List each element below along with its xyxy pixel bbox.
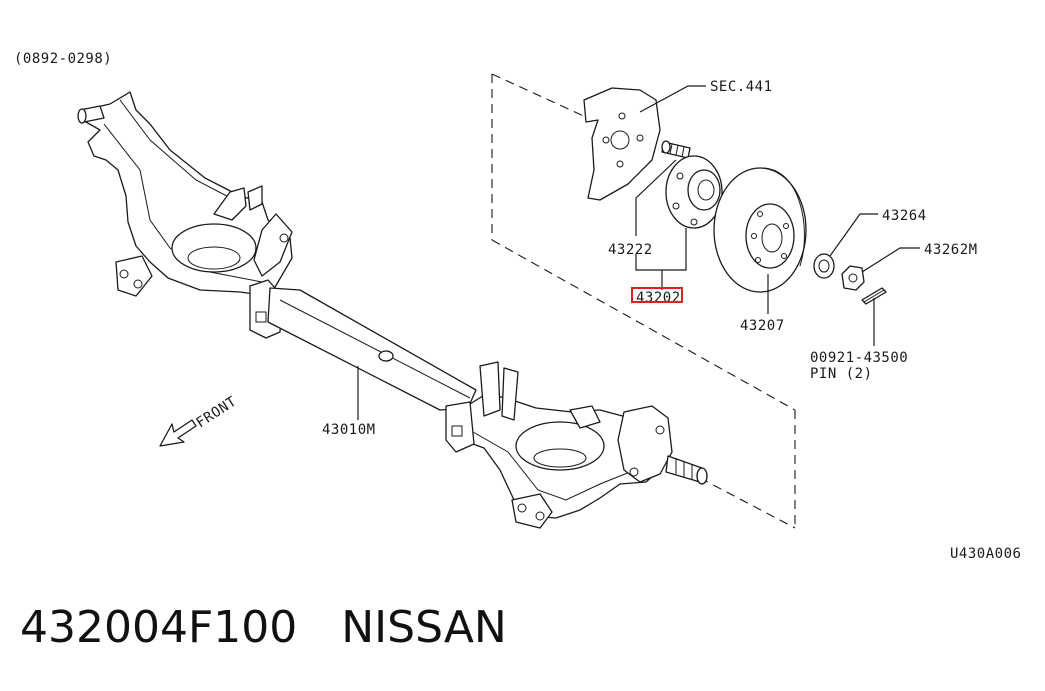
- callout-pin: PIN (2): [810, 366, 873, 382]
- rear-axle-beam: [77, 91, 708, 529]
- brand-name: NISSAN: [341, 602, 507, 653]
- backing-plate: [583, 87, 661, 201]
- callout-43262m: 43262M: [924, 242, 978, 258]
- callout-43202: 43202: [636, 290, 681, 306]
- callout-00921-43500: 00921-43500: [810, 350, 908, 366]
- date-range-label: (0892-0298): [14, 51, 112, 67]
- callout-43264: 43264: [882, 208, 927, 224]
- callout-43010m: 43010M: [322, 422, 376, 438]
- leader-43262m: [861, 247, 920, 273]
- front-label: FRONT: [193, 394, 239, 432]
- washer: [813, 253, 835, 279]
- front-direction-arrow: [159, 419, 197, 447]
- part-caption: 432004F100 NISSAN: [20, 596, 507, 660]
- callout-43222: 43222: [608, 242, 653, 258]
- hub-nut: [841, 265, 865, 291]
- leader-43222: [635, 159, 677, 236]
- diagram-code-label: U430A006: [950, 546, 1021, 562]
- part-number: 432004F100: [20, 602, 298, 653]
- callout-sec441: SEC.441: [710, 79, 773, 95]
- hub-bolt: [661, 140, 691, 159]
- leader-hub-bracket: [635, 228, 687, 271]
- leader-sec441: [639, 85, 706, 113]
- brake-rotor: [713, 167, 807, 293]
- cotter-pin: [861, 287, 887, 305]
- wheel-hub: [665, 155, 723, 229]
- hub-assembly-boundary: [491, 73, 796, 529]
- part-highlight-box: [631, 287, 683, 303]
- leader-43264: [829, 213, 878, 257]
- callout-43207: 43207: [740, 318, 785, 334]
